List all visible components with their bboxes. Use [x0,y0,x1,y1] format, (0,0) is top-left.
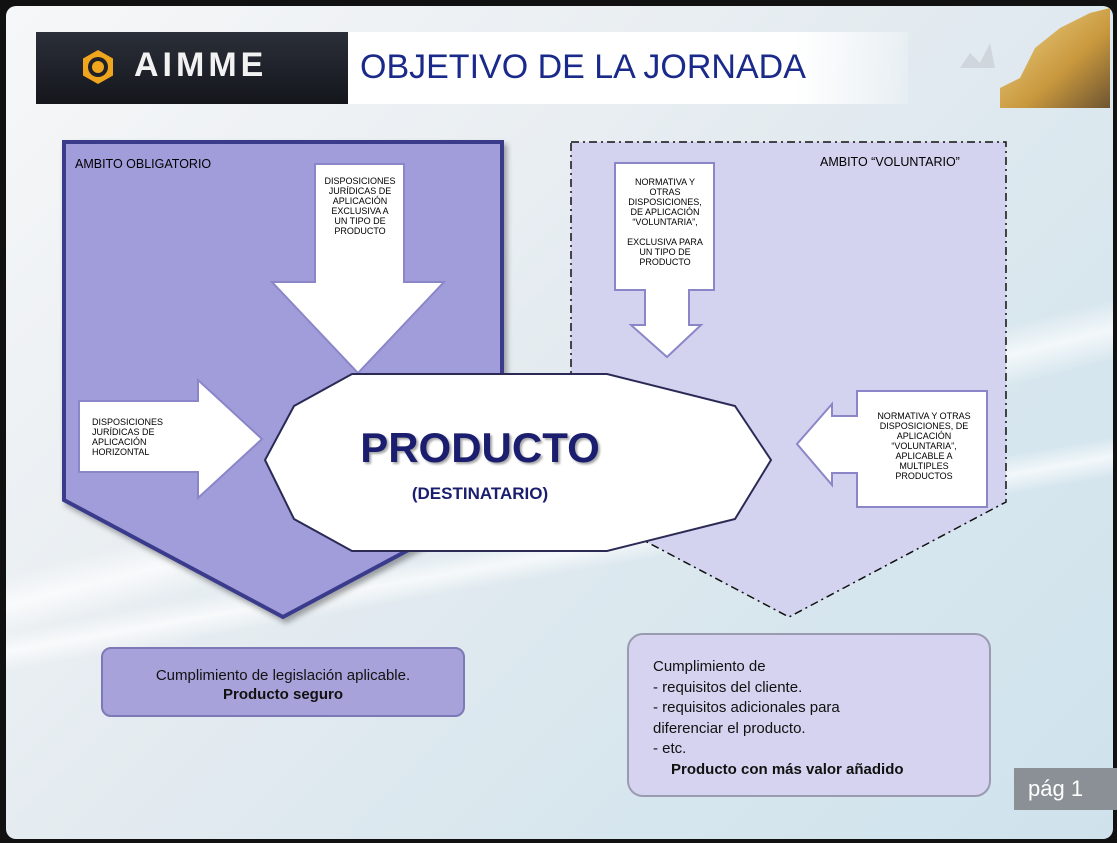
product-subtitle: (DESTINATARIO) [411,484,549,503]
arrow-horizontal-legal-text: DISPOSICIONES JURÍDICAS DE APLICACIÓN HO… [92,417,163,457]
page-number: pág 1 [1014,768,1117,810]
text-line: UN TIPO DE [334,216,386,226]
logo-bar: AIMME [36,32,348,104]
text-line: DISPOSICIONES, DE [879,421,969,431]
text-line: MULTIPLES [899,461,949,471]
text-line: DE APLICACIÓN [630,207,700,217]
text-line: EXCLUSIVA A [331,206,389,216]
product-title: PRODUCTO [360,424,600,471]
legal-box-emphasis: Producto seguro [222,686,343,703]
text-line: PRODUCTO [334,226,386,236]
page-title: OBJETIVO DE LA JORNADA [360,48,806,86]
text-line: NORMATIVA Y OTRAS [877,411,971,421]
added-box-line: - etc. [653,740,687,757]
title-bar [348,32,908,104]
text-line: DISPOSICIONES [324,176,396,186]
arrow-exclusive-voluntary-text: NORMATIVA Y OTRAS DISPOSICIONES, DE APLI… [616,177,714,267]
text-line: OTRAS [649,187,681,197]
text-line: APLICABLE A [895,451,953,461]
text-line: DISPOSICIONES [92,417,164,427]
mandatory-scope-label: AMBITO OBLIGATORIO [75,157,212,171]
text-line: PRODUCTO [639,257,691,267]
legal-box-text: Cumplimiento de legislación aplicable. [155,667,411,684]
text-line: JURÍDICAS DE [328,186,392,196]
voluntary-scope-label: AMBITO “VOLUNTARIO” [820,155,960,169]
text-line: NORMATIVA Y [634,177,695,187]
arrow-exclusive-legal [269,163,447,375]
product-shape [263,373,773,552]
text-line: APLICACIÓN [332,196,388,206]
text-line: JURÍDICAS DE [92,427,155,437]
text-line: HORIZONTAL [92,447,150,457]
added-box-line: Cumplimiento de [653,658,766,675]
added-value-box: Cumplimiento de - requisitos del cliente… [627,633,991,797]
legal-compliance-box: Cumplimiento de legislación aplicable. P… [101,647,465,717]
added-box-line: diferenciar el producto. [653,719,806,737]
arrow-multiple-voluntary [795,390,988,508]
text-line: “VOLUNTARIA”, [891,441,957,451]
arrow-multiple-voluntary-text: NORMATIVA Y OTRAS DISPOSICIONES, DE APLI… [862,411,986,481]
text-line: APLICACIÓN [92,437,147,447]
header: AIMME OBJETIVO DE LA JORNADA [36,32,1036,104]
text-line: “VOLUNTARIA”, [632,217,698,227]
logo-text: AIMME [134,46,268,84]
added-box-line: - requisitos del cliente. [653,678,803,696]
added-box-line: - requisitos adicionales para [653,699,840,716]
text-line: DISPOSICIONES, [628,197,702,207]
text-line [616,227,714,237]
text-line: APLICACIÓN [896,431,952,441]
gear-decoration-icon [960,8,1110,108]
text-line: UN TIPO DE [639,247,691,257]
text-line: EXCLUSIVA PARA [627,237,703,247]
arrow-horizontal-legal [78,377,264,501]
text-line: PRODUCTOS [895,471,953,481]
added-box-emphasis: Producto con más valor añadido [671,760,904,778]
arrow-exclusive-legal-text: DISPOSICIONES JURÍDICAS DE APLICACIÓN EX… [314,176,406,236]
hex-nut-icon [83,50,113,84]
arrow-exclusive-voluntary [614,162,715,359]
